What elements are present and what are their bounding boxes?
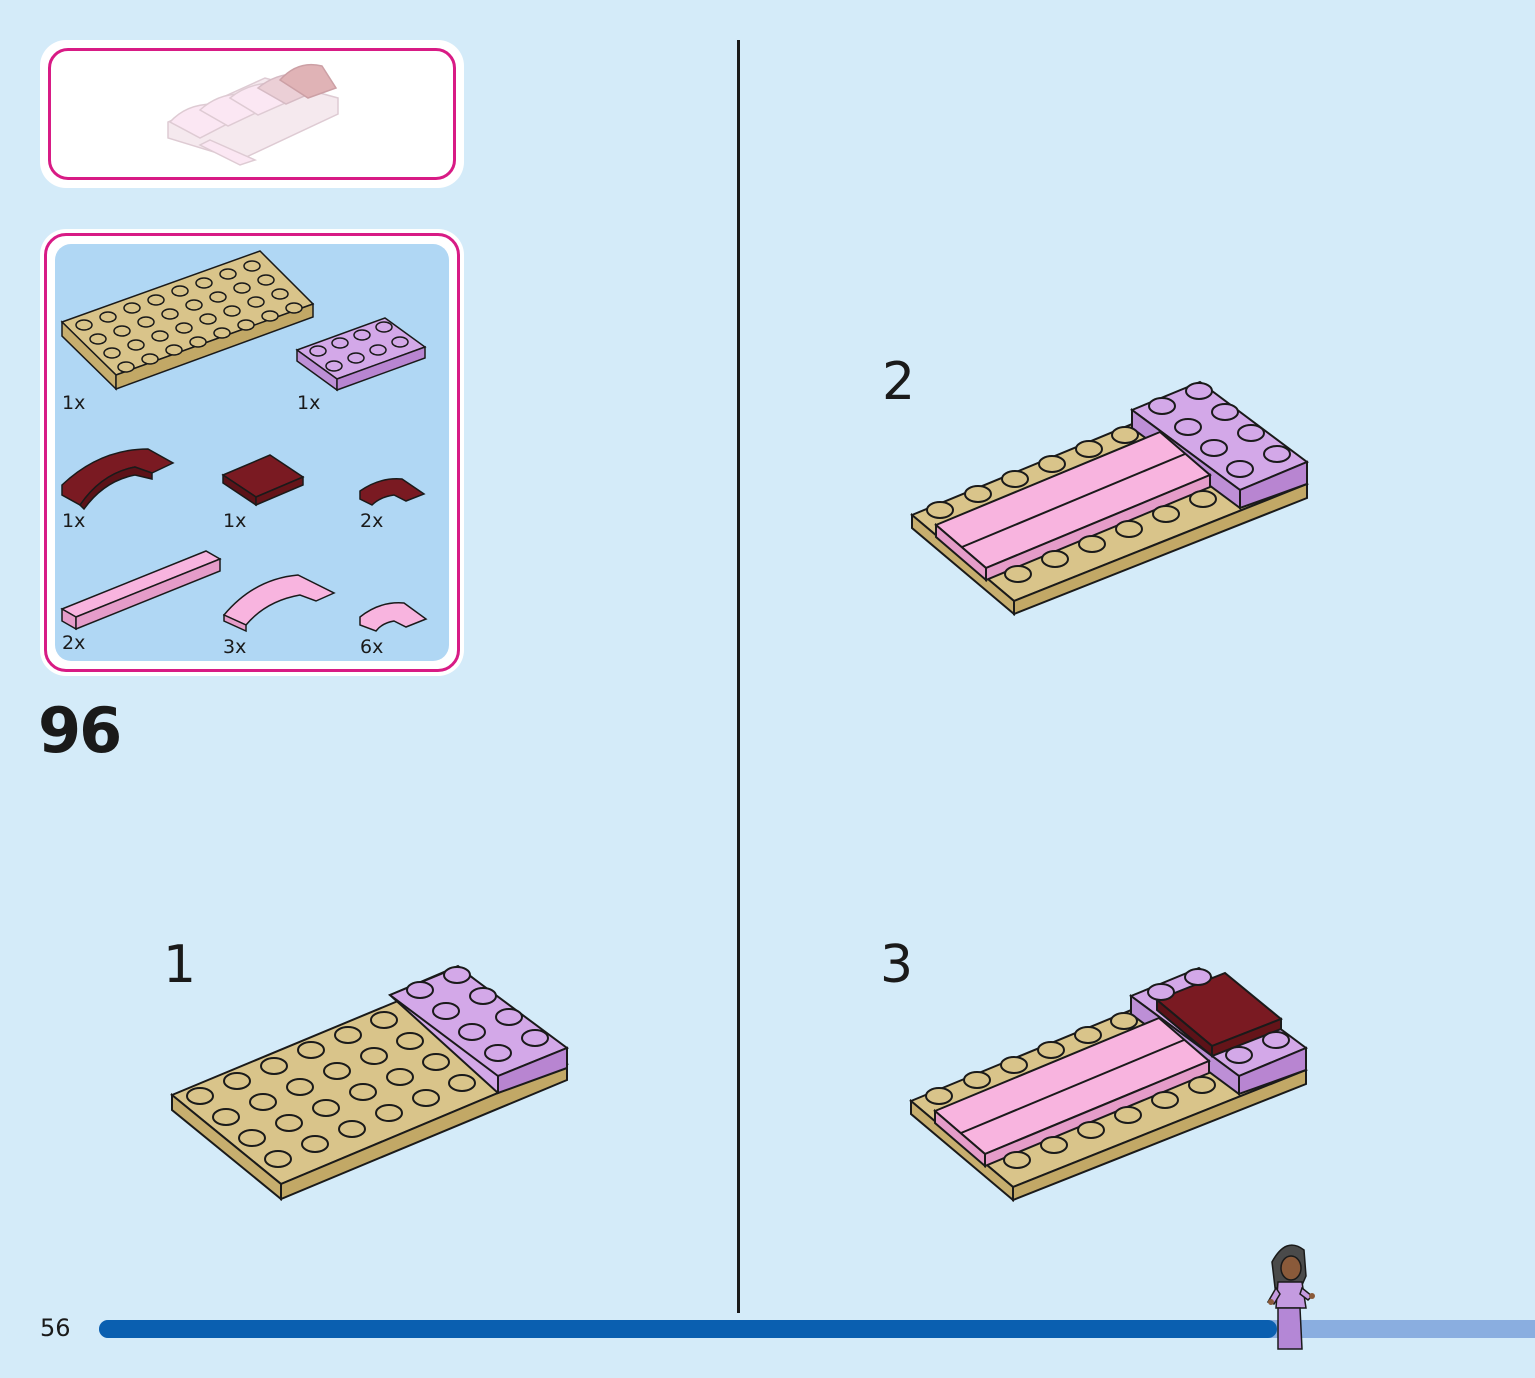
pink-tile-1x6-icon	[60, 550, 222, 631]
sub-step-1-number: 1	[163, 935, 197, 995]
qty-pink-curved-1x2: 6x	[360, 636, 384, 658]
qty-pink-tile: 2x	[62, 632, 86, 654]
qty-dark-red-tile: 1x	[223, 510, 247, 532]
assembly-preview-box	[40, 40, 464, 188]
page-number: 56	[40, 1314, 71, 1342]
dark-red-curved-slope-1x2-icon	[359, 478, 426, 506]
dark-red-tile-2x2-icon	[221, 454, 305, 507]
page-divider	[737, 40, 740, 1313]
qty-pink-curved-1x4: 3x	[223, 636, 247, 658]
dark-red-curved-slope-1x4-icon	[61, 448, 175, 511]
qty-lavender-plate: 1x	[297, 392, 321, 414]
qty-tan-plate: 1x	[62, 392, 86, 414]
sub-step-2-number: 2	[882, 352, 916, 412]
qty-dark-red-curved-1x4: 1x	[62, 510, 86, 532]
parts-list-box: 1x 1x 1x 1x 2x 2x 3x 6x	[40, 229, 464, 676]
main-step-number: 96	[38, 694, 122, 767]
qty-dark-red-curved-1x2: 2x	[360, 510, 384, 532]
progress-fill	[99, 1320, 1277, 1338]
roof-arch-preview-illustration	[167, 63, 339, 166]
sub-step-3-number: 3	[880, 935, 914, 995]
pink-curved-slope-1x2-icon	[359, 602, 428, 632]
lavender-plate-2x4-icon	[295, 317, 427, 392]
pink-curved-slope-1x4-icon	[222, 574, 336, 633]
tan-plate-4x8-icon	[60, 250, 315, 391]
